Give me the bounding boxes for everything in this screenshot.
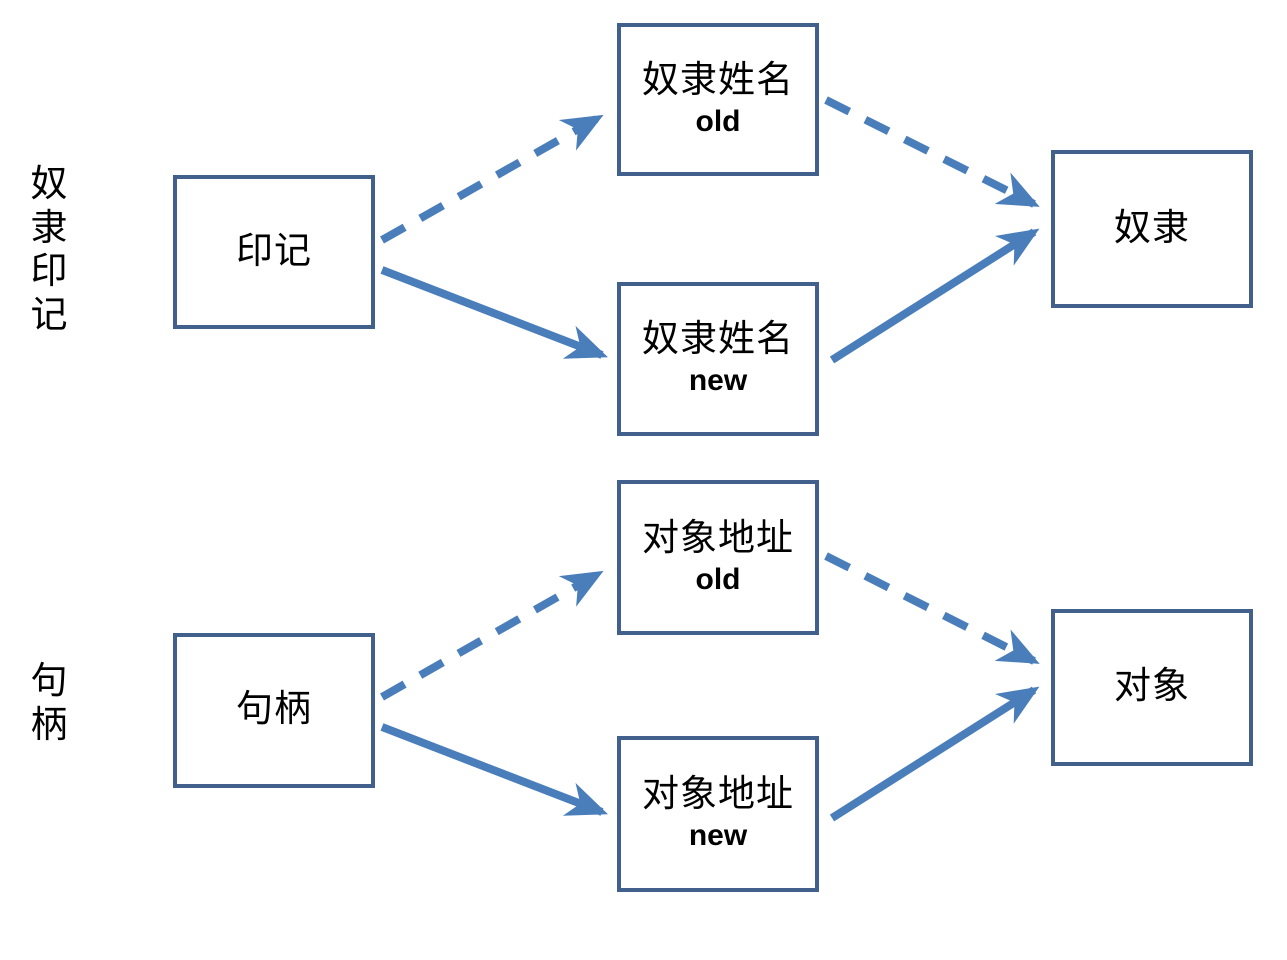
node-label-version: old	[695, 562, 741, 596]
group-label-char: 柄	[30, 704, 68, 746]
node-label-cn: 对象地址	[642, 774, 794, 816]
node-label-version: old	[695, 104, 741, 138]
node-slave[interactable]: 奴隶	[1051, 150, 1253, 308]
node-label-cn: 印记	[236, 230, 312, 272]
edge-yinji-to-slave-name-old	[380, 114, 604, 244]
edge-obj-addr-new-to-object	[829, 686, 1040, 822]
node-jubing[interactable]: 句柄	[173, 633, 375, 788]
edge-jubing-to-obj-addr-new	[380, 723, 608, 816]
node-slave-name-new[interactable]: 奴隶姓名 new	[617, 282, 819, 436]
node-yinji[interactable]: 印记	[173, 175, 375, 329]
edge-obj-addr-old-to-object	[824, 552, 1040, 665]
node-label-version: new	[688, 364, 748, 398]
node-slave-name-old[interactable]: 奴隶姓名 old	[617, 23, 819, 176]
group-label-char: 隶	[30, 207, 68, 249]
node-obj-addr-old[interactable]: 对象地址 old	[617, 480, 819, 635]
group-label-char: 记	[30, 294, 68, 336]
node-label-cn: 奴隶	[1114, 207, 1190, 249]
group-label-char: 句	[30, 661, 68, 702]
edge-jubing-to-obj-addr-old	[380, 570, 604, 701]
node-object[interactable]: 对象	[1051, 609, 1253, 766]
node-label-cn: 奴隶姓名	[642, 59, 794, 101]
node-label-cn: 对象	[1114, 666, 1190, 708]
group-label-char: 奴	[30, 164, 68, 205]
node-label-cn: 对象地址	[642, 517, 794, 559]
edge-slave-name-old-to-slave	[824, 96, 1040, 208]
node-obj-addr-new[interactable]: 对象地址 new	[617, 736, 819, 892]
group-label-slave-mark: 奴 隶 印 记	[16, 163, 82, 338]
group-label-char: 印	[30, 251, 68, 293]
node-label-cn: 句柄	[236, 689, 312, 731]
group-label-handle: 句 柄	[16, 660, 82, 747]
edge-slave-name-new-to-slave	[829, 228, 1040, 364]
node-label-version: new	[688, 819, 748, 853]
edge-yinji-to-slave-name-new	[380, 266, 608, 359]
node-label-cn: 奴隶姓名	[642, 319, 794, 361]
